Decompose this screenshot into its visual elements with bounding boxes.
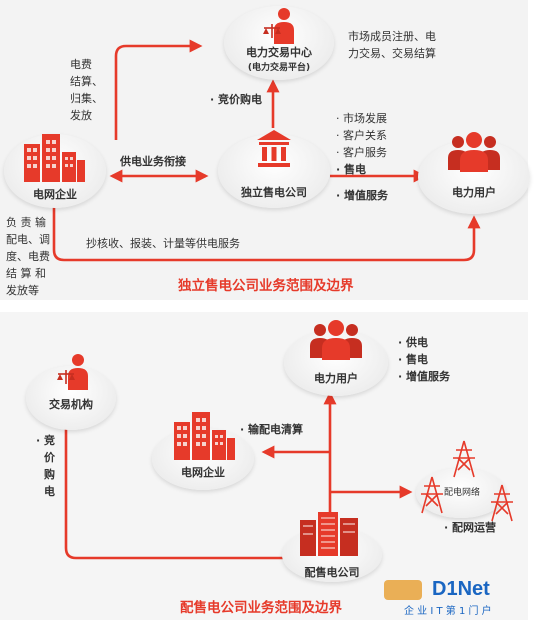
grid-label-top: 电网企业	[33, 188, 77, 201]
retail-services-list: · 市场发展 · 客户关系 · 客户服务 · 售电	[336, 110, 387, 178]
network-link-text: · 配网运营	[444, 521, 497, 534]
grid-retail-link-text: 供电业务衔接	[120, 155, 186, 168]
watermark-brand: D1Net	[432, 578, 490, 600]
to-trading-char: 购	[44, 468, 55, 481]
retail-company-node	[218, 134, 330, 208]
grid-to-center-line: 电费	[70, 58, 92, 71]
watermark-logo: D1Net 企 业 I T 第 1 门 户	[384, 578, 536, 620]
arrow-company-to-trading	[59, 415, 294, 560]
retail-company-label: 独立售电公司	[241, 186, 307, 199]
bottom-diagram-panel	[0, 312, 528, 620]
bank-building-icon	[257, 130, 291, 167]
grid-duty-line: 结 算 和	[6, 267, 46, 280]
grid-duty-line: 负 责 输	[6, 216, 46, 229]
grid-to-center-line: 结算、	[70, 75, 103, 88]
arrow-grid-to-user	[52, 205, 481, 262]
grid-label-bottom: 电网企业	[181, 466, 225, 479]
retail-service-item: · 市场发展	[336, 112, 387, 125]
grid-duties-text: 负 责 输 配电、调 度、电费 结 算 和 发放等	[6, 214, 50, 299]
bottom-diagram-title: 配售电公司业务范围及边界	[180, 600, 342, 616]
user-services-list: · 供电 · 售电 · 增值服务	[398, 334, 450, 385]
grid-to-center-line: 发放	[70, 109, 92, 122]
city-buildings-icon	[174, 412, 235, 460]
trading-center-service-line: 力交易、交易结算	[348, 47, 436, 60]
to-trading-char: · 竞	[36, 434, 56, 447]
distribution-network-node	[416, 468, 506, 518]
grid-to-center-text: 电费 结算、 归集、 发放	[70, 56, 103, 124]
watermark-mark-icon	[384, 580, 422, 600]
top-diagram-title: 独立售电公司业务范围及边界	[178, 278, 354, 294]
power-tower-icon	[453, 440, 475, 478]
power-tower-icon	[491, 484, 513, 522]
grid-duty-line: 发放等	[6, 284, 39, 297]
distribution-network-label: 配电网络	[444, 488, 481, 498]
retail-service-value-added: · 增值服务	[336, 189, 389, 202]
power-tower-icon	[421, 476, 443, 514]
retail-service-item: · 客户关系	[336, 129, 387, 142]
user-label-bottom: 电力用户	[314, 372, 358, 385]
user-service-item: · 供电	[398, 336, 429, 349]
grid-duty-line: 度、电费	[6, 250, 50, 263]
trading-center-services: 市场成员注册、电 力交易、交易结算	[348, 28, 436, 62]
user-group-icon	[448, 132, 500, 172]
grid-to-center-line: 归集、	[70, 92, 103, 105]
to-trading-char: 价	[44, 451, 55, 464]
to-trading-text: · 竞 价 购 电	[36, 432, 55, 500]
trading-center-service-line: 市场成员注册、电	[348, 30, 436, 43]
user-service-item: · 售电	[398, 353, 429, 366]
trading-org-label: 交易机构	[49, 398, 93, 411]
trading-center-sublabel: (电力交易平台)	[247, 63, 311, 73]
retail-service-item: · 客户服务	[336, 146, 387, 159]
grid-duty-line: 配电、调	[6, 233, 50, 246]
grid-link-text: · 输配电清算	[240, 423, 304, 436]
trading-center-label: 电力交易中心	[246, 46, 312, 59]
retail-to-center-text: · 竞价购电	[210, 93, 263, 106]
user-service-item: · 增值服务	[398, 370, 451, 383]
user-label-top: 电力用户	[452, 186, 496, 199]
watermark-tagline: 企 业 I T 第 1 门 户	[404, 606, 492, 617]
trading-scale-person-icon	[263, 8, 294, 44]
grid-to-user-text: 抄核收、报装、计量等供电服务	[86, 237, 240, 250]
city-buildings-icon	[24, 134, 85, 182]
retail-service-item: · 售电	[336, 163, 367, 176]
arrow-grid-to-trading-center	[114, 39, 203, 140]
trading-scale-person-icon	[57, 354, 88, 390]
to-trading-char: 电	[44, 485, 55, 498]
dist-retail-company-label: 配售电公司	[304, 566, 360, 579]
server-buildings-icon	[300, 512, 358, 556]
user-group-icon	[310, 320, 362, 360]
